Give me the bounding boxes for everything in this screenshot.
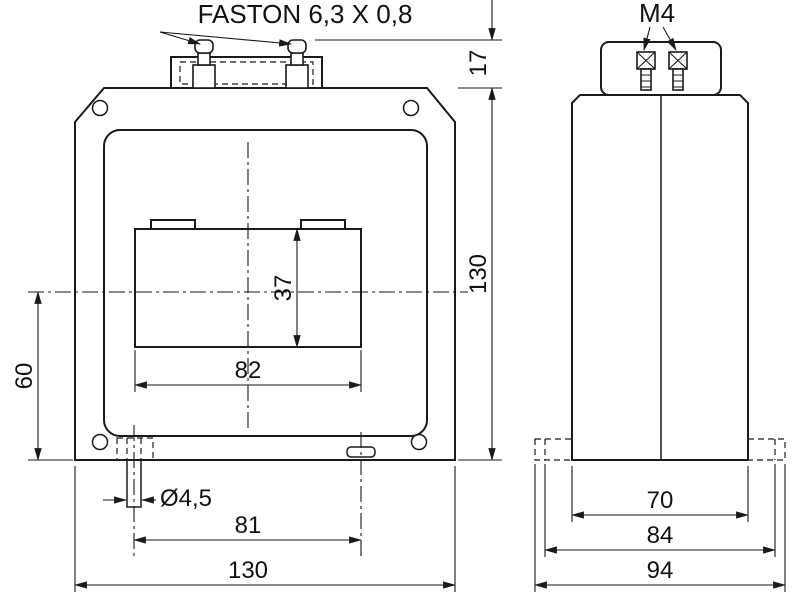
faston-callout-label: FASTON 6,3 X 0,8: [198, 0, 413, 29]
faston-leader: [159, 31, 202, 45]
faston-leader: [159, 31, 293, 47]
faston-terminal: [285, 39, 309, 89]
m4-leader: [643, 26, 651, 52]
hole-dia-label: Ø4,5: [160, 485, 212, 512]
side-view: M4 70 84 94: [533, 0, 787, 592]
terminal-housing: [600, 41, 722, 96]
hole-tab: [126, 460, 142, 508]
foot-hidden: [116, 437, 154, 461]
dim-82-label: 82: [235, 357, 262, 384]
m4-screw: [636, 51, 656, 91]
mounting-hole: [91, 433, 109, 451]
dim-37-label: 37: [270, 275, 297, 302]
faston-terminal: [192, 39, 216, 89]
dim-81-label: 81: [235, 512, 262, 539]
front-inner-face: [103, 129, 428, 437]
dim-130-height-label: 130: [465, 254, 492, 294]
dim-17-label: 17: [465, 50, 492, 77]
dim-70-label: 70: [647, 487, 674, 514]
front-view: FASTON 6,3 X 0,8 17 130 60 37 82 Ø4,5 81: [11, 0, 502, 592]
terminal-block-hidden: [179, 61, 314, 85]
hole-hidden: [126, 438, 142, 460]
front-body-outline: [74, 87, 456, 461]
mounting-hole: [91, 99, 109, 117]
ext-line: [534, 464, 786, 592]
foot-hidden: [534, 438, 573, 461]
window-tab: [150, 219, 196, 229]
m4-leader: [662, 26, 677, 51]
window-tab: [300, 219, 346, 229]
dim-94-label: 94: [647, 557, 674, 584]
dim-84-label: 84: [647, 522, 674, 549]
ext-line: [74, 466, 456, 592]
mounting-slot: [346, 446, 376, 458]
foot-hidden: [747, 438, 786, 461]
side-body-outline: [571, 94, 749, 461]
terminal-block: [170, 56, 323, 89]
m4-callout-label: M4: [639, 0, 675, 28]
ext-line: [544, 464, 776, 557]
dim-130-width-label: 130: [228, 557, 268, 584]
dim-60-label: 60: [11, 363, 38, 390]
m4-screw: [668, 51, 688, 91]
mounting-hole: [402, 99, 420, 117]
